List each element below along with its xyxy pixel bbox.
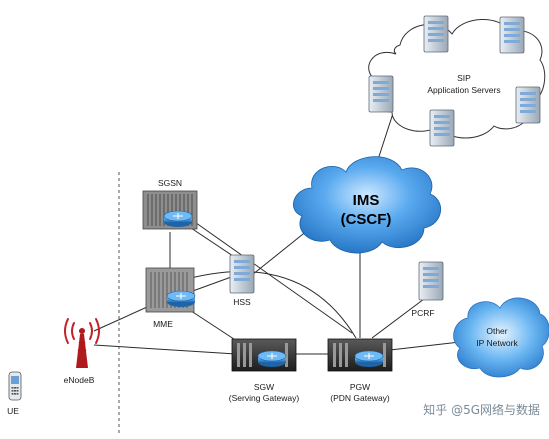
router-icon: [257, 350, 287, 367]
server-icon: [515, 86, 541, 124]
router-icon: [354, 350, 384, 367]
server-icon: [429, 109, 455, 147]
sgsn-node: [142, 190, 198, 230]
pcrf-label: PCRF: [411, 308, 434, 318]
router-icon: [166, 290, 196, 307]
link-sgsn-pgw: [181, 212, 353, 334]
server-icon: [499, 16, 525, 54]
pcrf-node: [418, 261, 444, 301]
sgw-node: [231, 338, 297, 372]
other-ip-label-line1: Other: [486, 326, 507, 336]
mobile-phone-icon: [8, 371, 22, 401]
link-enodeb-sgw: [93, 344, 237, 355]
link-mme-pgw-curve: [175, 271, 357, 339]
other-ip-cloud: [453, 297, 549, 378]
hss-label: HSS: [233, 297, 251, 307]
mme-node: [145, 267, 196, 313]
server-icon: [418, 261, 444, 301]
server-icon: [423, 15, 449, 53]
pgw-node: [327, 338, 393, 372]
server-icon: [229, 254, 255, 294]
pgw-label: PGW: [350, 382, 370, 392]
ims-cloud: [292, 156, 441, 254]
sip-servers: [368, 15, 541, 147]
link-mme-hss: [189, 275, 235, 293]
other-ip-label-line2: IP Network: [476, 338, 518, 348]
ims-label-line2: (CSCF): [341, 211, 392, 228]
pgw-sub-label: (PDN Gateway): [330, 393, 390, 403]
watermark: 知乎 @5G网络与数据: [423, 402, 540, 417]
sip-label-line1: SIP: [457, 73, 471, 83]
sip-label-line2: Application Servers: [427, 85, 500, 95]
hss-node: [229, 254, 255, 294]
sgw-label: SGW: [254, 382, 274, 392]
mme-label: MME: [153, 319, 173, 329]
connection-lines: [93, 97, 461, 355]
link-pcrf-pgw: [371, 295, 429, 339]
server-icon: [368, 75, 394, 113]
enodeb-label: eNodeB: [64, 375, 95, 385]
ims-label-line1: IMS: [353, 192, 380, 209]
sgsn-label: SGSN: [158, 178, 182, 188]
antenna-tower-icon: [64, 318, 100, 368]
ue-label: UE: [7, 406, 19, 416]
sgw-sub-label: (Serving Gateway): [229, 393, 300, 403]
router-icon: [163, 210, 193, 227]
link-pgw-other: [389, 341, 461, 351]
